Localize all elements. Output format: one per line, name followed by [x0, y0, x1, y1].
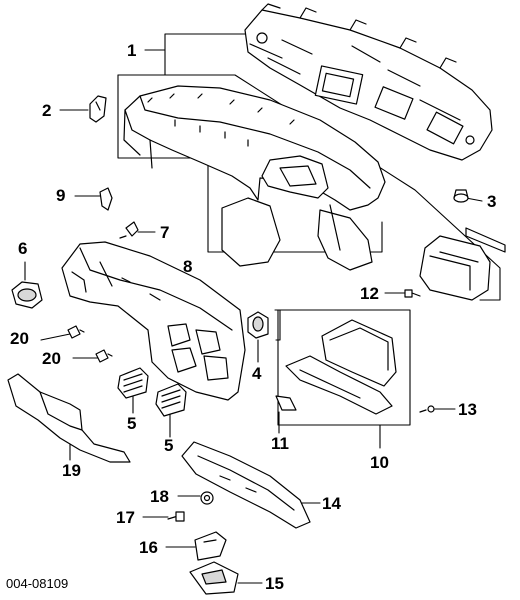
callout-3: 3: [487, 192, 497, 211]
callout-14: 14: [322, 494, 341, 513]
diagram-id-code: 004-08109: [6, 576, 69, 591]
callout-16: 16: [139, 538, 158, 557]
callout-11: 11: [271, 434, 289, 453]
part-11-bracket: [275, 395, 297, 411]
part-12-screw: [404, 289, 421, 298]
callout-18: 18: [150, 487, 169, 506]
part-13-screw: [419, 405, 435, 413]
dash-top-panel: [123, 85, 386, 271]
part-17-bolt: [167, 511, 185, 522]
part-15-panel: [189, 561, 239, 595]
callout-4: 4: [252, 364, 262, 383]
callout-12: 12: [360, 284, 379, 303]
part-6-vent: [11, 281, 43, 309]
part-20-clips: [67, 325, 113, 363]
part-14-trim: [181, 441, 311, 529]
callout-5a: 5: [127, 414, 137, 433]
part-4-knob: [247, 311, 269, 339]
part-8-lower-frame: [61, 241, 246, 401]
part-18-grommet: [200, 491, 214, 505]
part-2-clip: [89, 95, 107, 123]
callout-13: 13: [458, 400, 477, 419]
airbag-module: [419, 227, 506, 301]
part-16-bracket: [194, 531, 227, 561]
callout-9: 9: [56, 186, 66, 205]
callout-10: 10: [370, 453, 389, 472]
leader-lines: [24, 33, 501, 584]
callout-6: 6: [18, 239, 28, 258]
callout-8: 8: [183, 257, 193, 276]
callout-17: 17: [116, 508, 135, 527]
part-7-nut: [119, 221, 139, 239]
callout-19: 19: [62, 461, 81, 480]
callout-7: 7: [160, 223, 170, 242]
part-9-bracket: [99, 187, 113, 211]
part-5-vents: [117, 367, 187, 417]
upper-frame-assembly: [244, 3, 493, 161]
callout-2: 2: [42, 101, 52, 120]
callout-15: 15: [265, 574, 284, 593]
part-3-grommet: [453, 189, 469, 203]
callout-1: 1: [127, 41, 137, 60]
callout-5b: 5: [164, 436, 174, 455]
part-10-glovebox: [285, 319, 397, 415]
part-19-cover: [7, 373, 131, 463]
callout-20a: 20: [10, 329, 29, 348]
callout-20b: 20: [42, 349, 61, 368]
